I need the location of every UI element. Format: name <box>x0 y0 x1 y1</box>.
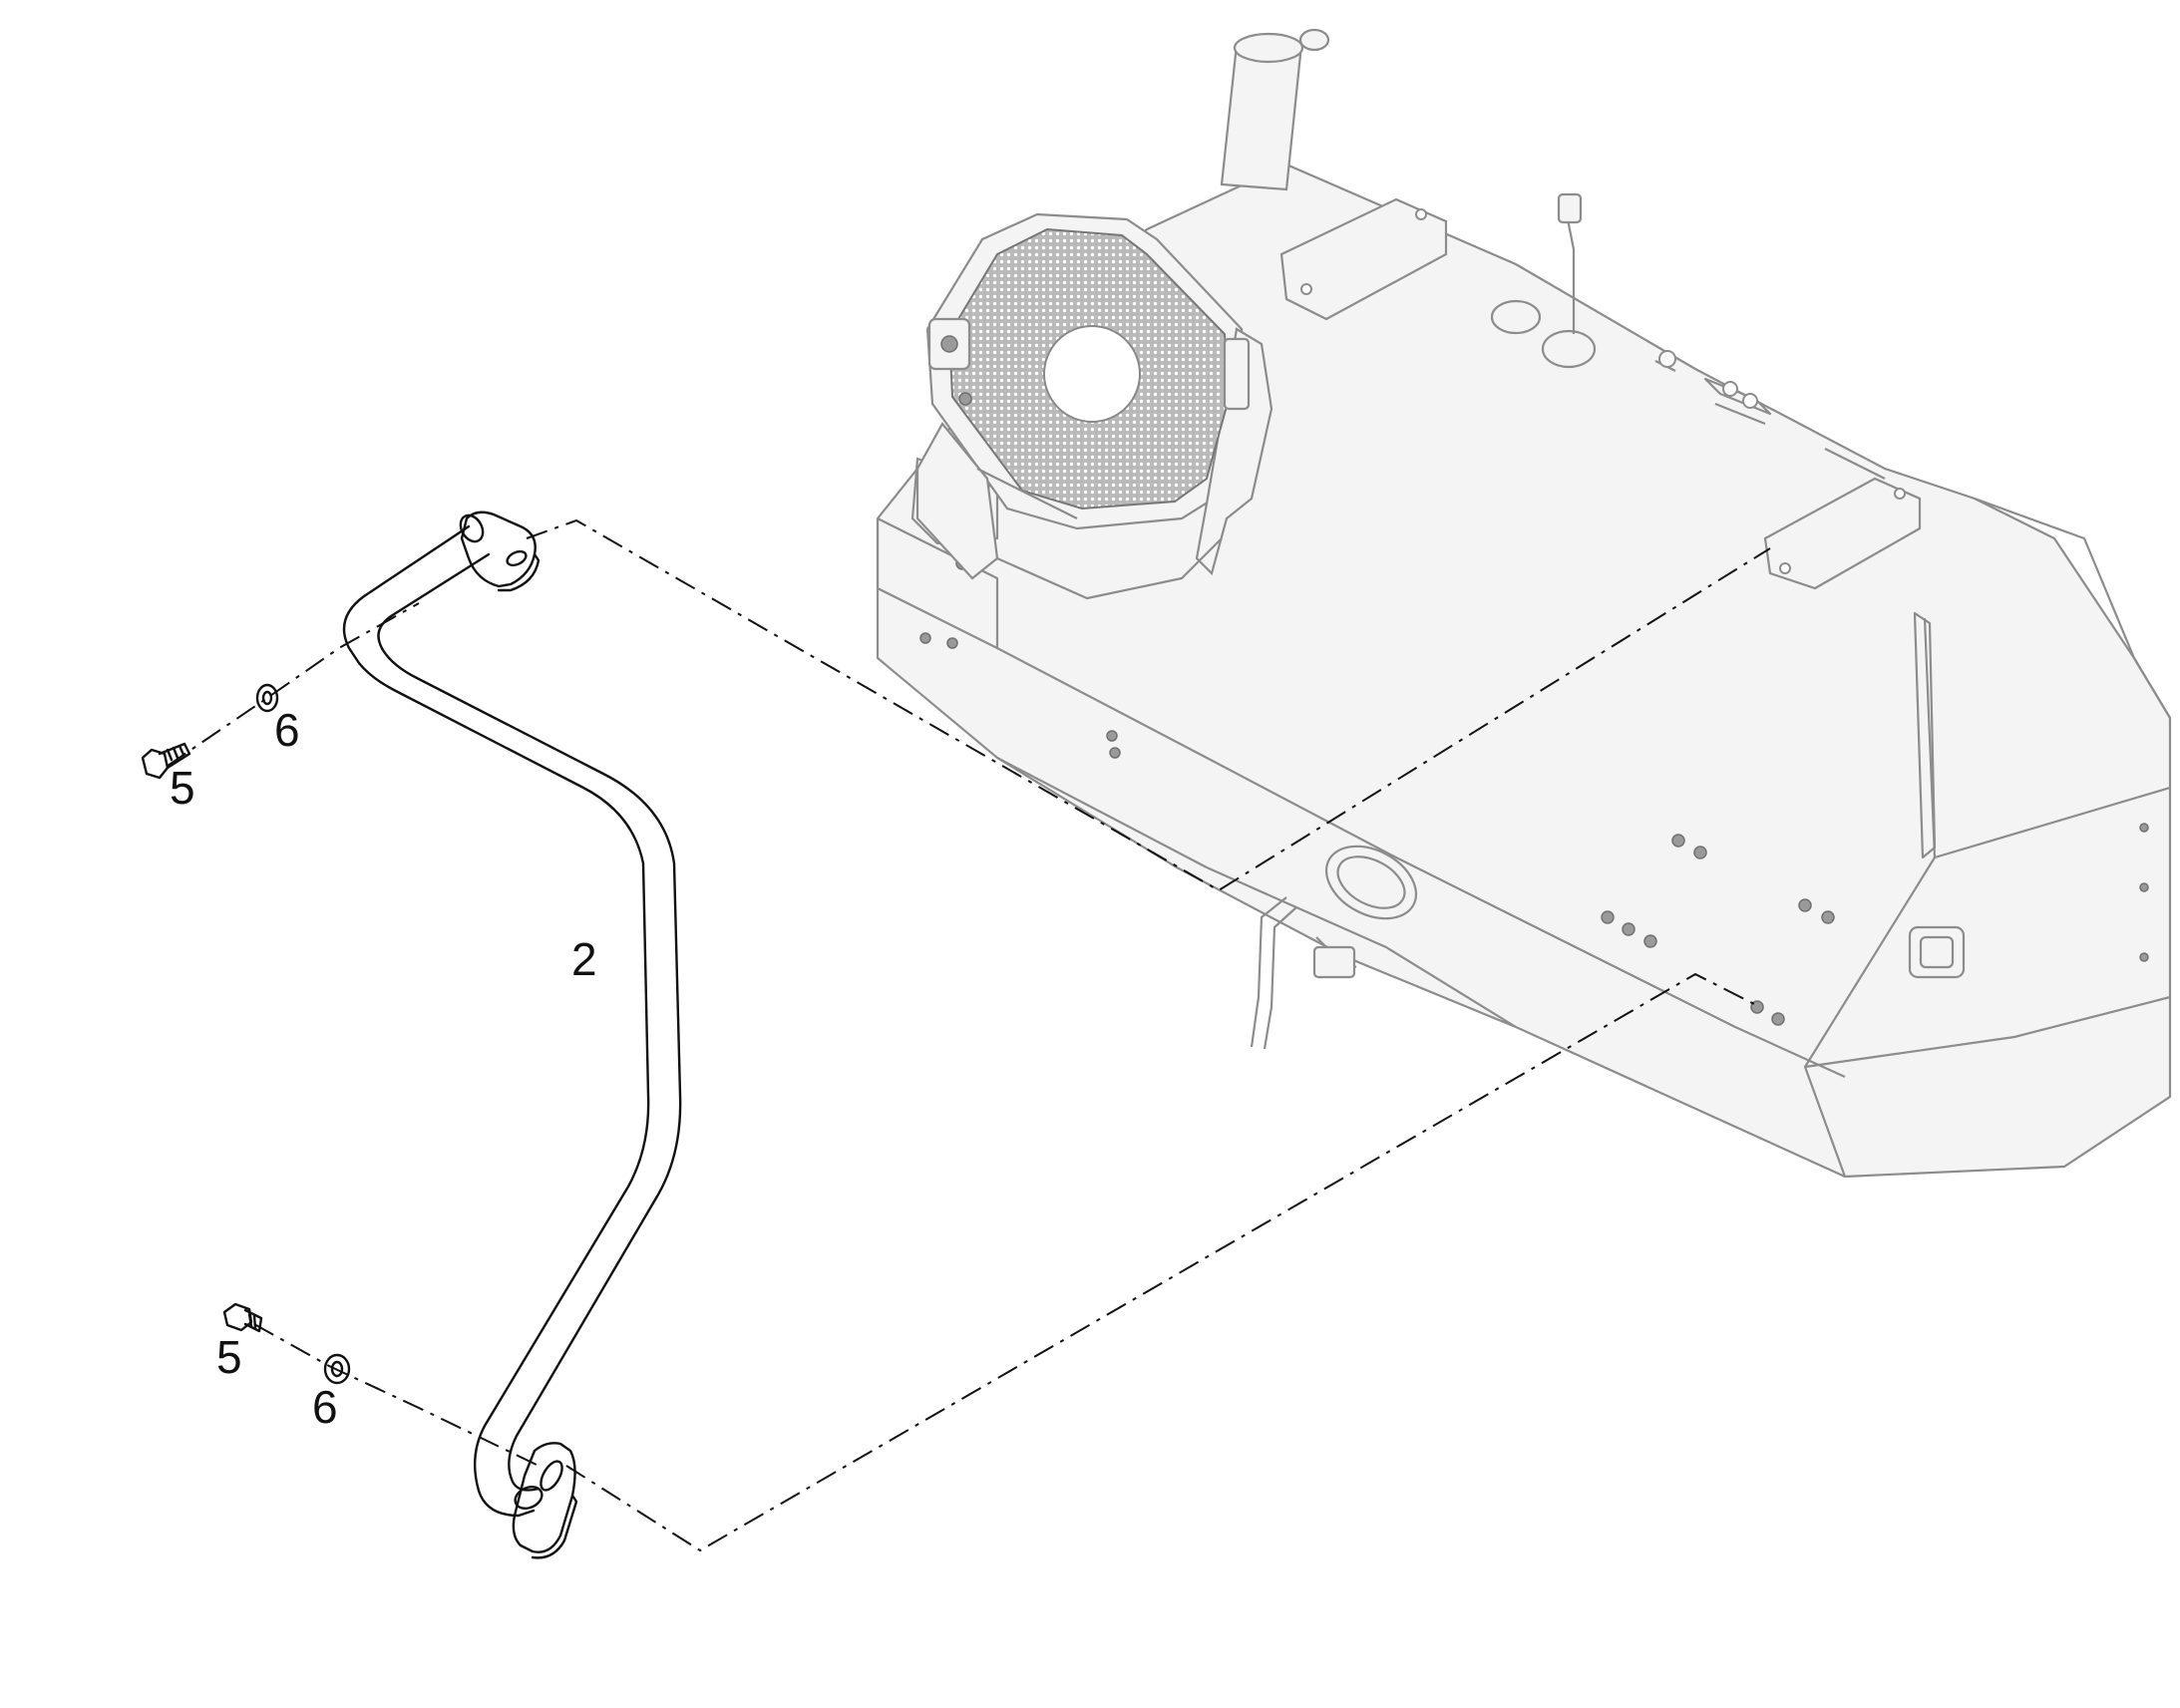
leader-bolt-upper <box>167 602 420 767</box>
upper-mount-tab <box>460 511 537 588</box>
inspection-plate <box>1324 845 1418 920</box>
upper-mount-tab-edge <box>497 552 541 592</box>
lower-mount-tab-edge <box>531 1494 578 1559</box>
callout-washer-lower: 6 <box>312 1381 338 1433</box>
gauge-plug <box>1557 192 1583 224</box>
leader-lines <box>167 518 1771 1552</box>
leader-lower-mount <box>565 972 1761 1552</box>
fan-lower-support <box>976 468 1223 600</box>
upper-tube-end <box>459 513 485 543</box>
handrail <box>342 511 682 1559</box>
leader-upper-mount <box>526 518 1771 892</box>
latch-handle <box>1908 925 1966 979</box>
tank-right-panel <box>1803 617 2171 1178</box>
bolt-upper <box>141 742 191 780</box>
handrail-tube-outer <box>342 524 650 1518</box>
fuel-gauge <box>1541 329 1597 369</box>
latch-inner <box>1919 935 1955 969</box>
washer-upper <box>255 683 279 713</box>
lower-tube-end <box>514 1485 544 1511</box>
filler-neck <box>1220 43 1303 191</box>
callout-bolt-lower: 5 <box>216 1331 242 1383</box>
washer-lower <box>323 1353 351 1385</box>
filler-opening <box>1233 32 1304 64</box>
fan-hub <box>1043 325 1141 423</box>
leader-bolt-lower <box>253 1323 540 1467</box>
handrail-tube-inner <box>377 552 682 1492</box>
tank-mounting-holes <box>919 632 2149 1026</box>
top-clip <box>1824 448 1886 480</box>
upper-mount-slot <box>506 549 528 567</box>
inspection-plate-inner <box>1336 855 1406 909</box>
callout-washer-upper: 6 <box>274 704 300 756</box>
lower-mount-slot <box>540 1460 563 1492</box>
fan-mount <box>915 422 999 580</box>
fan-clip-right <box>1223 337 1251 411</box>
bolt-lower <box>222 1302 263 1333</box>
callout-handrail: 2 <box>571 933 597 985</box>
tank-right-crease <box>1974 497 2171 719</box>
callout-bolt-upper: 5 <box>170 762 195 814</box>
fuel-cap <box>1490 299 1542 335</box>
tank-side-rib <box>1913 611 1937 859</box>
sensor-connector <box>1312 945 1356 979</box>
fuel-tank-assembly <box>876 28 2172 1179</box>
top-bracket-left <box>1279 197 1448 321</box>
fan-shroud-frame <box>1195 327 1273 576</box>
filler-cap <box>1298 28 1330 52</box>
top-bracket-right <box>1763 477 1922 590</box>
lower-mount-tab <box>512 1442 576 1553</box>
